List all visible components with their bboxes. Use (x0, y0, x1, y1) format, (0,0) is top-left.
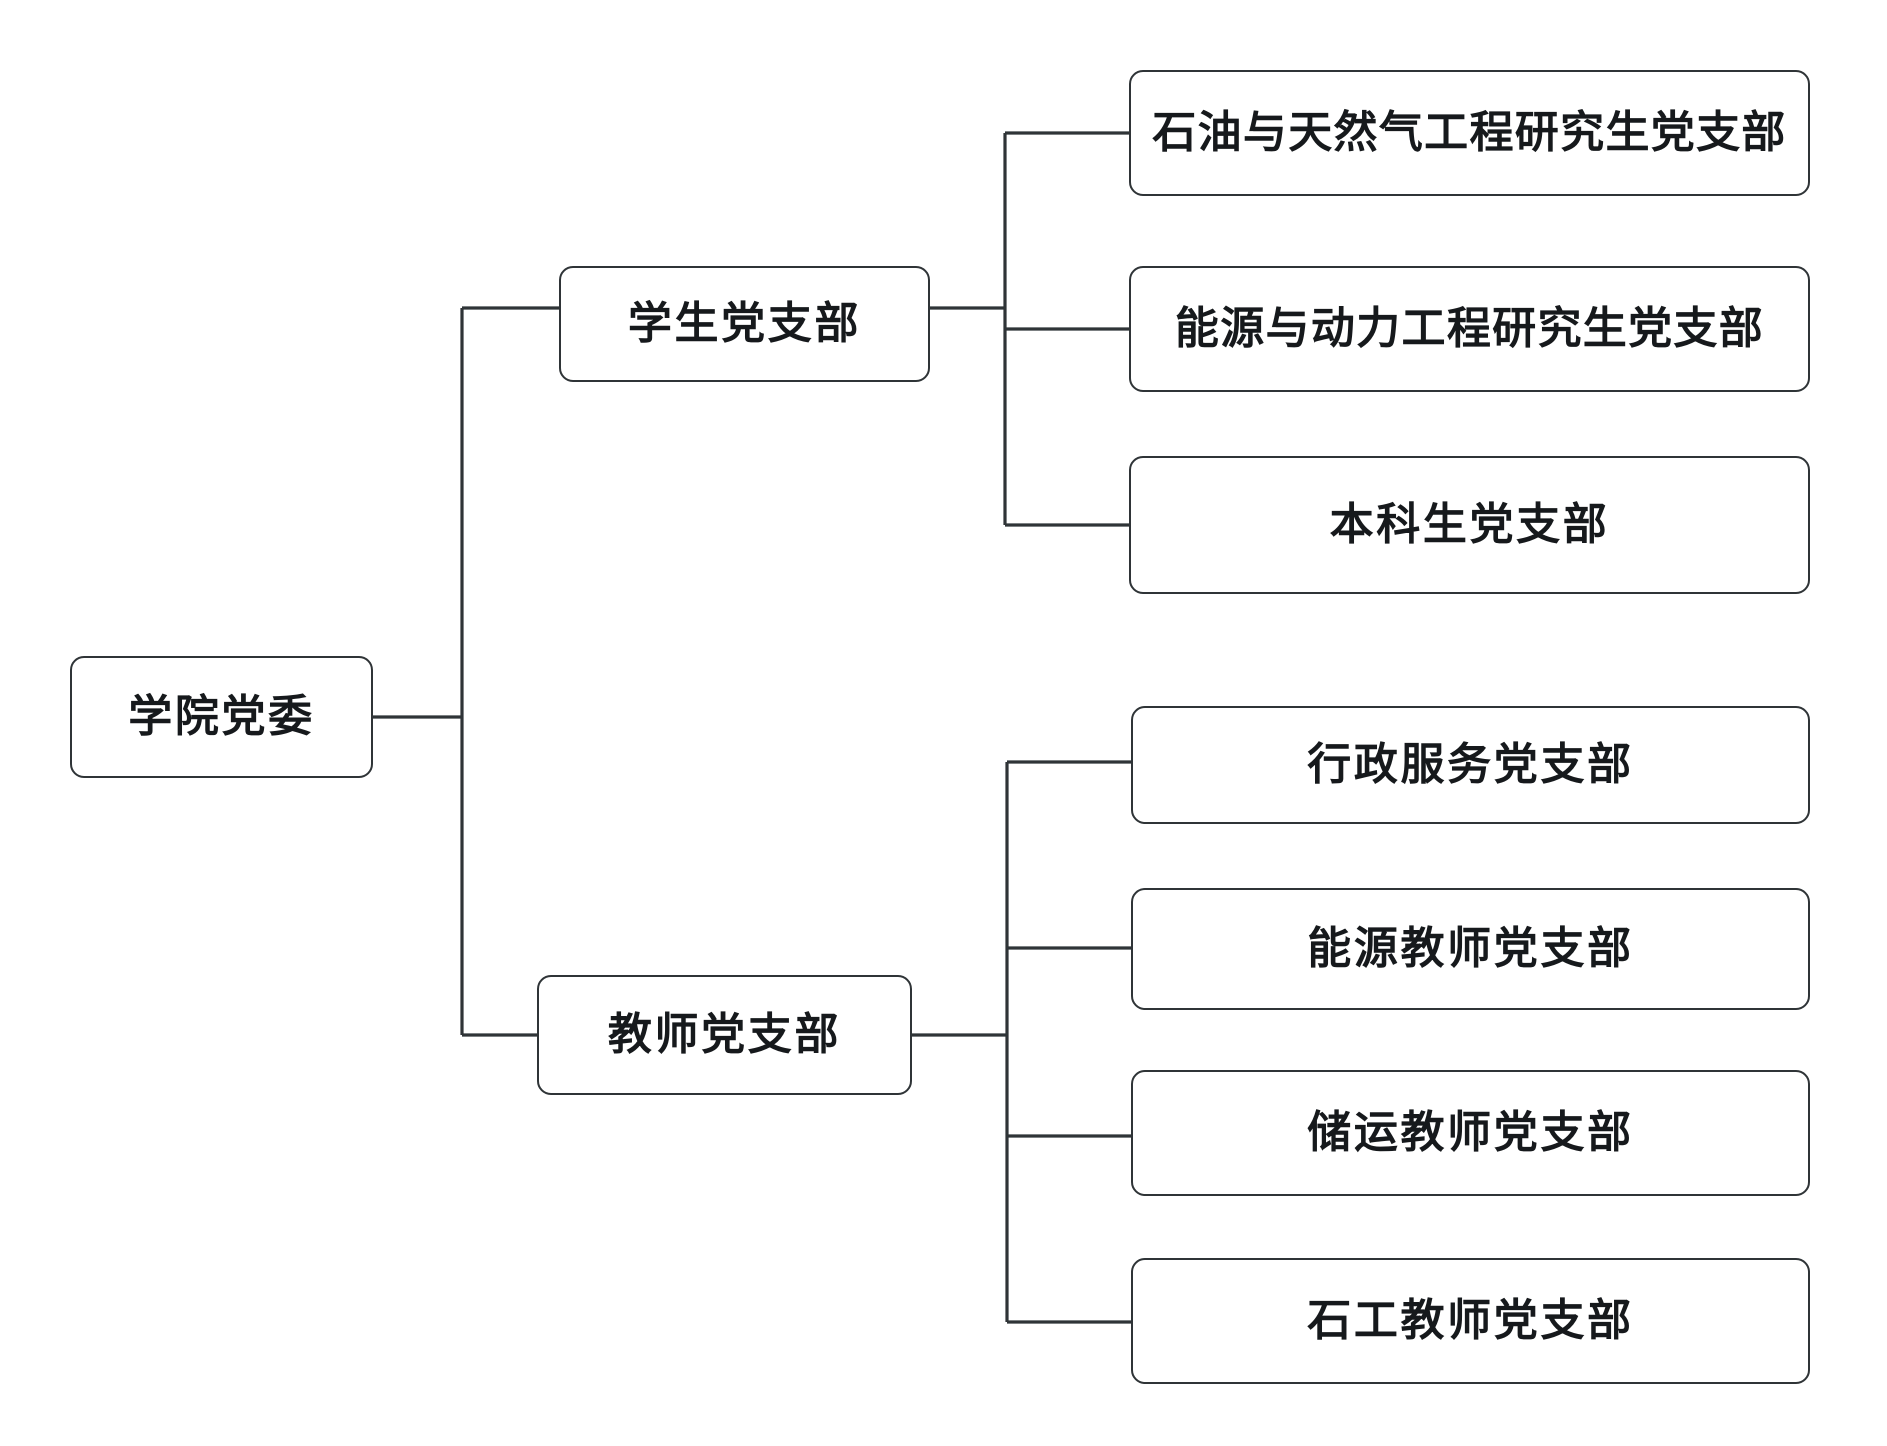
node-branch-teacher[interactable]: 教师党支部 (537, 975, 912, 1095)
node-leaf-teacher-petroleum-eng[interactable]: 石工教师党支部 (1131, 1258, 1810, 1384)
node-branch-student[interactable]: 学生党支部 (559, 266, 930, 382)
node-leaf-teacher-admin-service[interactable]: 行政服务党支部 (1131, 706, 1810, 824)
node-leaf-student-undergraduate[interactable]: 本科生党支部 (1129, 456, 1810, 594)
node-leaf-student-energy-power-grad[interactable]: 能源与动力工程研究生党支部 (1129, 266, 1810, 392)
node-leaf-teacher-energy[interactable]: 能源教师党支部 (1131, 888, 1810, 1010)
node-leaf-teacher-storage-transport[interactable]: 储运教师党支部 (1131, 1070, 1810, 1196)
node-root[interactable]: 学院党委 (70, 656, 373, 778)
node-leaf-student-petroleum-gas-grad[interactable]: 石油与天然气工程研究生党支部 (1129, 70, 1810, 196)
